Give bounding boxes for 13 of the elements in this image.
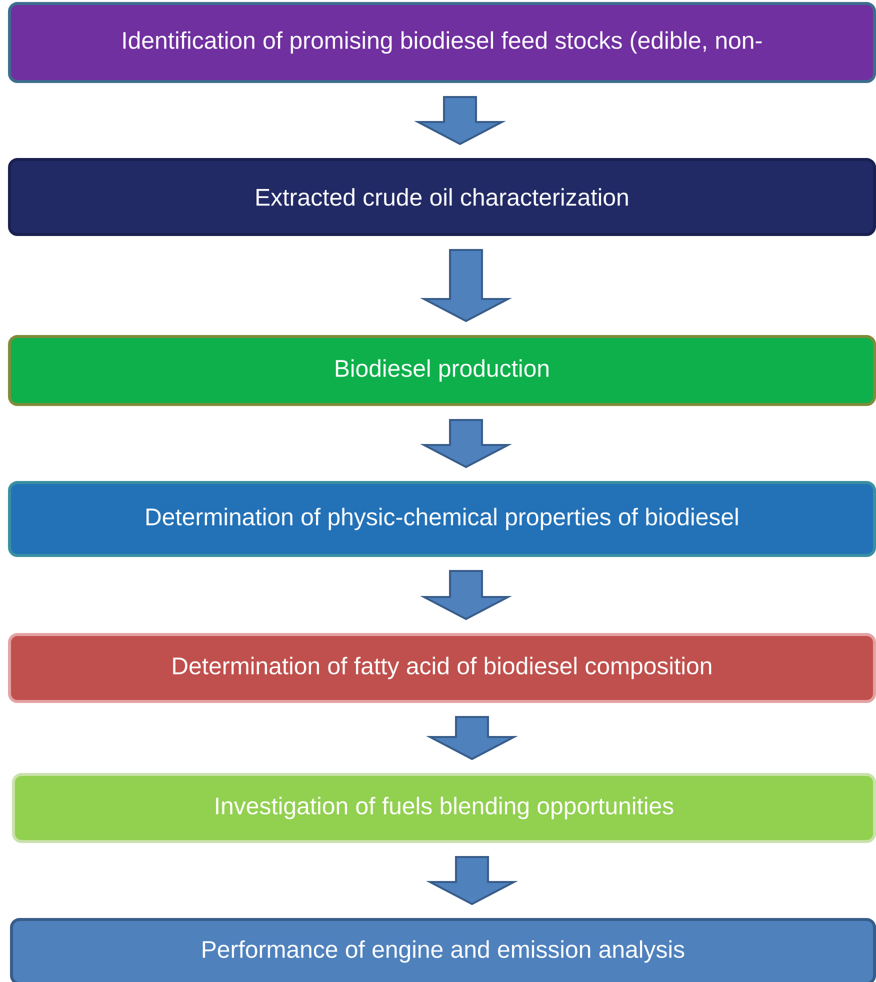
block-arrow (414, 96, 506, 146)
block-arrow (420, 570, 512, 620)
process-box: Investigation of fuels blending opportunities (12, 773, 876, 843)
process-box: Performance of engine and emission analysis (10, 918, 876, 982)
block-arrow (420, 249, 512, 322)
process-box: Extracted crude oil characterization (8, 158, 876, 236)
block-arrow (420, 419, 512, 468)
block-arrow (426, 856, 518, 906)
process-box: Determination of fatty acid of biodiesel composition (8, 633, 876, 703)
process-box: Identification of promising biodiesel feed stocks (edible, non- (8, 2, 876, 83)
process-box: Determination of physic-chemical properties of biodiesel (8, 481, 876, 557)
block-arrow (426, 716, 518, 760)
process-box: Biodiesel production (8, 335, 876, 406)
